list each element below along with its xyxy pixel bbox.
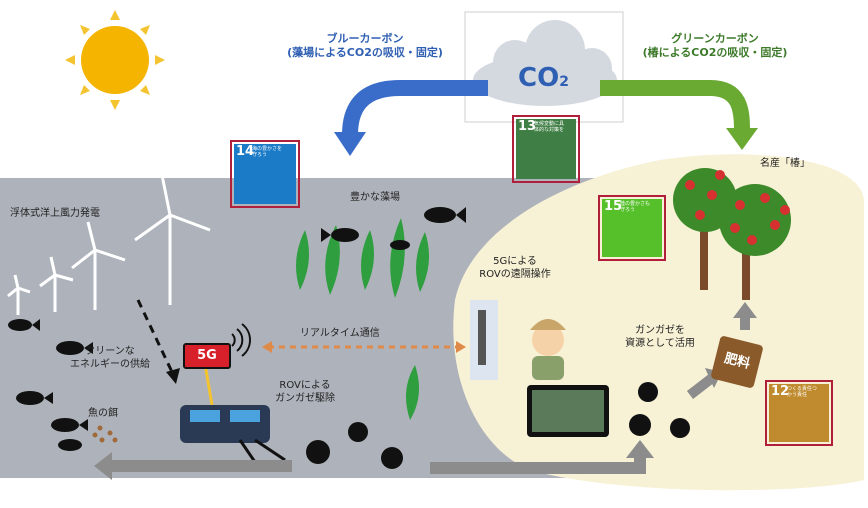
blue-carbon-subtitle: (藻場によるCO2の吸収・固定) [287, 45, 443, 59]
camellia-label: 名産「椿」 [760, 158, 810, 169]
operator-person [530, 319, 566, 380]
sea-urchins [306, 382, 690, 469]
rov-remote-label-2: ROVの遠隔操作 [479, 268, 551, 280]
green-arrow-head [726, 128, 758, 150]
signal-icon [231, 323, 251, 357]
wind-turbines [7, 174, 211, 315]
clean-energy-label-2: エネルギーの供給 [70, 358, 150, 370]
green-carbon-subtitle: (椿によるCO2の吸収・固定) [642, 45, 788, 59]
blue-carbon-arrow [342, 80, 488, 136]
resource-label-1: ガンガゼを [635, 325, 685, 336]
tablet-icon [527, 385, 609, 437]
blue-carbon-title: ブルーカーボン [326, 32, 404, 45]
fish-feed [92, 425, 118, 443]
sun-icon [65, 10, 165, 110]
sdg-15-icon: 15 陸の豊かさも守ろう [598, 195, 666, 261]
5g-badge: 5G [183, 343, 231, 369]
sdg-13-icon: 13 気候変動に具体的な対策を [512, 115, 580, 183]
sdg-14-icon: 14 海の豊かさを守ろう [230, 140, 300, 208]
antenna-tower-icon [470, 300, 498, 380]
seaweed-bed [296, 218, 429, 420]
realtime-label: リアルタイム通信 [300, 328, 380, 339]
rov-removal-label-2: ガンガゼ駆除 [275, 392, 335, 404]
wind-label: 浮体式洋上風力発電 [10, 208, 100, 219]
seaweed-label: 豊かな藻場 [350, 192, 400, 203]
green-carbon-arrow [600, 80, 750, 131]
sdg-12-icon: 12 つくる責任つかう責任 [765, 380, 833, 446]
blue-arrow-head [334, 132, 366, 156]
rov-removal-label-1: ROVによる [279, 380, 331, 391]
fish-group [8, 207, 466, 451]
clean-energy-label-1: クリーンな [85, 346, 135, 357]
resource-flow-arrow [430, 455, 646, 474]
rov-remote-label-1: 5Gによる [493, 256, 537, 267]
resource-label-2: 資源として活用 [625, 337, 695, 349]
fish-feed-label: 魚の餌 [88, 408, 118, 419]
green-carbon-title: グリーンカーボン [671, 32, 759, 45]
co2-cloud-icon [464, 11, 624, 123]
rov-robot [180, 405, 286, 463]
co2-label: CO2 [518, 63, 569, 93]
camellia-trees [673, 168, 791, 300]
